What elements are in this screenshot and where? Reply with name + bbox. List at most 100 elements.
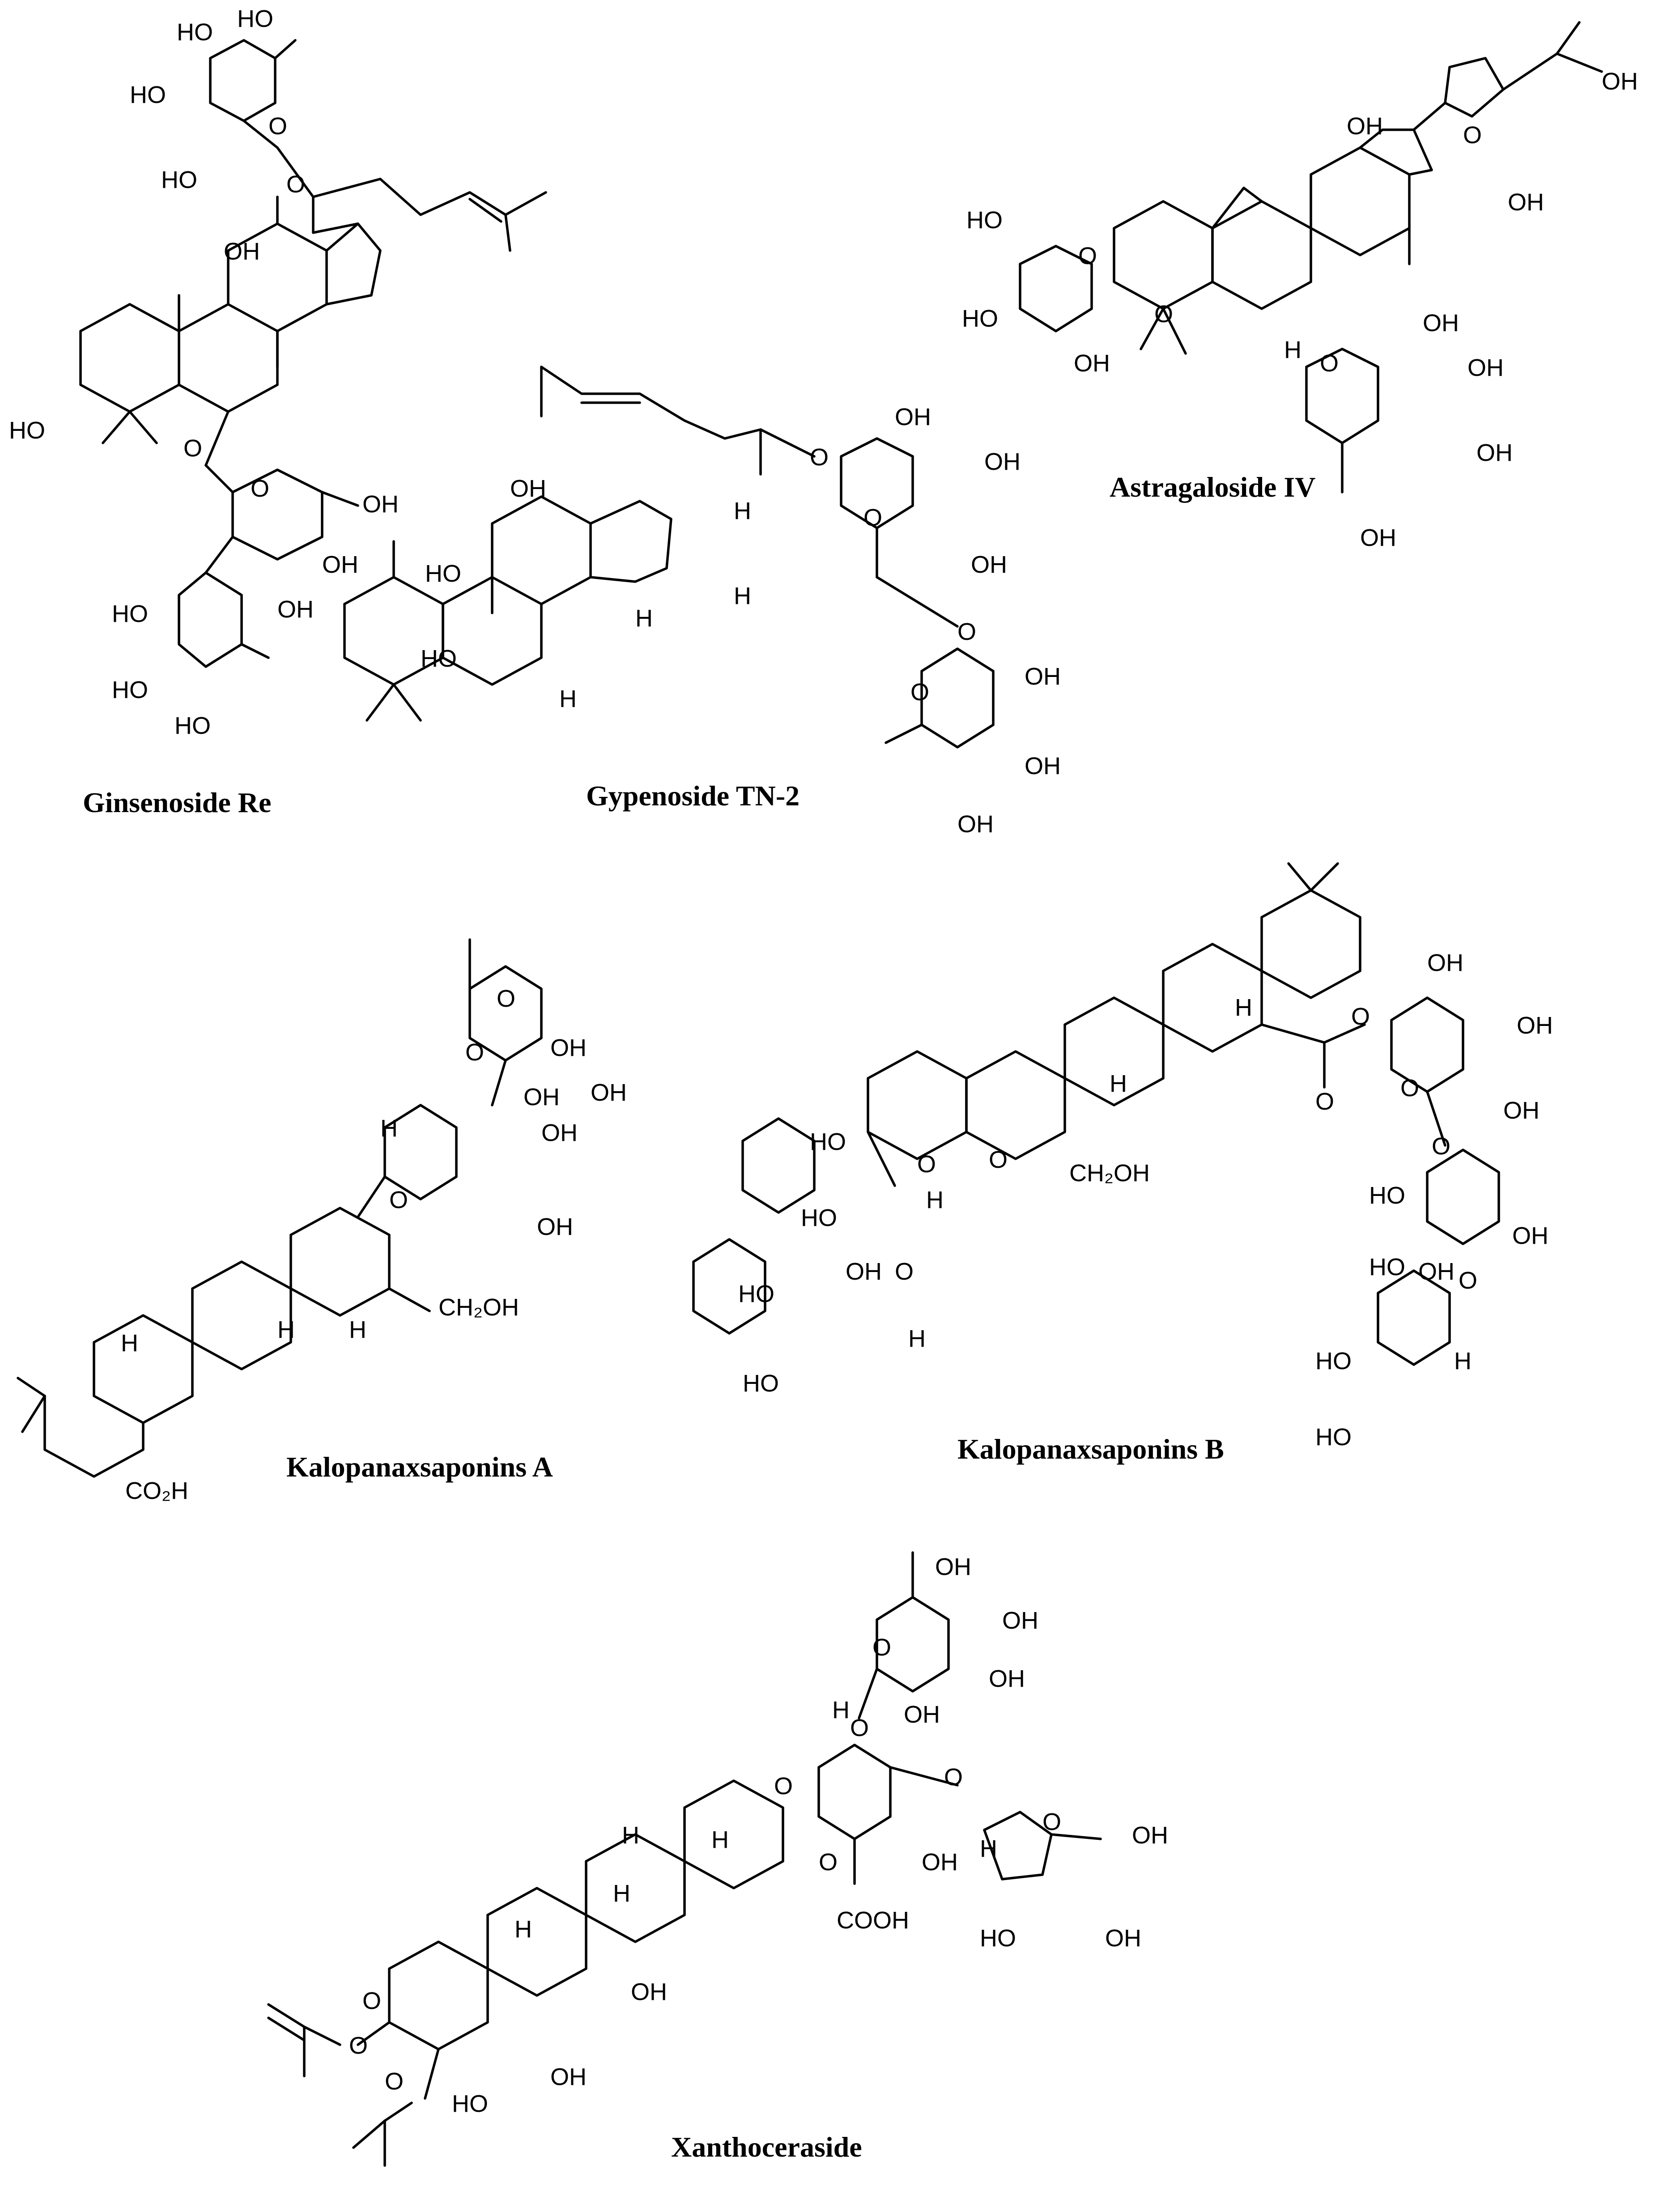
atom-label: OH — [1467, 354, 1504, 381]
atom-label: OH — [537, 1213, 573, 1240]
atom-label: HO — [1369, 1182, 1405, 1209]
caption-astragaloside-iv: Astragaloside IV — [1110, 471, 1315, 503]
atom-label: HO — [177, 19, 213, 46]
atom-label: O — [385, 2068, 404, 2095]
atom-label: OH — [550, 2064, 587, 2090]
atom-label: OH — [1602, 68, 1638, 95]
atom-label: O — [1154, 301, 1173, 328]
atom-label: HO — [130, 81, 166, 108]
caption-kalopanaxsaponins-b: Kalopanaxsaponins B — [957, 1433, 1224, 1465]
atom-label: O — [774, 1773, 793, 1800]
atom-label: H — [622, 1822, 639, 1849]
atom-label: O — [810, 444, 829, 471]
atom-label: H — [926, 1187, 944, 1213]
atom-label: CH₂OH — [438, 1294, 519, 1321]
atom-label: OH — [1508, 189, 1544, 216]
atom-label: OH — [989, 1665, 1025, 1692]
atom-label: HO — [810, 1128, 846, 1155]
atom-label: OH — [1418, 1258, 1455, 1285]
atom-label: O — [850, 1715, 869, 1741]
atom-label: HO — [1369, 1254, 1405, 1281]
atom-label: H — [980, 1835, 997, 1862]
atom-label: OH — [1423, 310, 1459, 336]
atom-label: OH — [541, 1119, 578, 1146]
atom-label: O — [895, 1258, 914, 1285]
atom-label: OH — [922, 1849, 958, 1876]
atom-label: HO — [174, 712, 211, 739]
atom-label: H — [349, 1316, 366, 1343]
atom-label: HO — [9, 417, 45, 444]
atom-label: HO — [112, 677, 148, 703]
atom-label: O — [251, 475, 269, 502]
atom-label: O — [957, 618, 976, 645]
atom-label: O — [872, 1634, 891, 1661]
atom-label: O — [1315, 1088, 1334, 1115]
gypenoside-tn2-structure: OH H H H H HO HO O OH OH OH O O OH OH OH… — [343, 366, 1061, 838]
atom-label: O — [268, 113, 287, 140]
atom-label: OH — [322, 551, 358, 578]
astragaloside-iv-structure: OH O OH OH HO O HO OH O H O OH OH OH OH — [962, 21, 1638, 551]
atom-label: OH — [1002, 1607, 1038, 1634]
atom-label: OH — [1503, 1097, 1540, 1124]
atom-label: O — [1432, 1133, 1450, 1160]
atom-label: H — [277, 1316, 295, 1343]
atom-label: OH — [224, 238, 260, 265]
atom-label: H — [734, 583, 751, 609]
atom-label: HO — [1315, 1348, 1352, 1374]
atom-label: O — [910, 679, 929, 706]
atom-label: OH — [957, 811, 994, 838]
atom-label: H — [515, 1916, 532, 1943]
atom-label: O — [1320, 350, 1339, 377]
atom-label: O — [917, 1151, 936, 1178]
atom-label: OH — [1512, 1222, 1548, 1249]
atom-label: OH — [846, 1258, 882, 1285]
atom-label: H — [635, 605, 653, 632]
atom-label: O — [1351, 1003, 1370, 1030]
atom-label: HO — [743, 1370, 779, 1397]
atom-label: HO — [237, 5, 273, 32]
caption-kalopanaxsaponins-a: Kalopanaxsaponins A — [286, 1451, 553, 1483]
atom-label: OH — [1517, 1012, 1553, 1039]
atom-label: O — [1459, 1267, 1477, 1294]
atom-label: HO — [112, 600, 148, 627]
atom-label: OH — [1105, 1925, 1141, 1952]
atom-label: HO — [452, 2090, 488, 2117]
atom-label: COOH — [837, 1907, 909, 1934]
xanthoceraside-structure: OH OH OH OH O H O O O O OH H HO OH OH O … — [267, 1551, 1168, 2167]
atom-label: OH — [1476, 439, 1513, 466]
atom-label: O — [989, 1146, 1008, 1173]
atom-label: OH — [984, 448, 1021, 475]
atom-label: O — [183, 435, 202, 462]
atom-label: HO — [966, 207, 1003, 234]
atom-label: CH₂OH — [1069, 1160, 1150, 1187]
atom-label: H — [1235, 994, 1252, 1021]
atom-label: OH — [1025, 663, 1061, 690]
atom-label: HO — [1315, 1424, 1352, 1451]
atom-label: HO — [801, 1204, 837, 1231]
atom-label: HO — [161, 166, 197, 193]
atom-label: H — [734, 498, 751, 524]
ginsenoside-re-structure: HO HO HO HO O O OH HO OH OH OH HO HO HO … — [9, 5, 547, 739]
atom-label: OH — [362, 491, 399, 518]
kalopanaxsaponins-b-structure: O O OH OH OH O O HO OH HO O OH HO HO H C… — [692, 862, 1553, 1451]
atom-label: OH — [523, 1084, 560, 1111]
atom-label: HO — [738, 1281, 774, 1307]
atom-label: O — [349, 2032, 368, 2059]
atom-label: O — [286, 171, 305, 198]
atom-label: OH — [510, 475, 546, 502]
atom-label: O — [819, 1849, 838, 1876]
atom-label: H — [1110, 1070, 1127, 1097]
atom-label: O — [497, 985, 515, 1012]
atom-label: OH — [904, 1701, 940, 1728]
atom-label: HO — [980, 1925, 1016, 1952]
atom-label: H — [908, 1325, 926, 1352]
caption-xanthoceraside: Xanthoceraside — [671, 2131, 862, 2163]
atom-label: CO₂H — [125, 1477, 188, 1504]
atom-label: H — [559, 685, 577, 712]
atom-label: O — [863, 504, 882, 531]
atom-label: OH — [1360, 524, 1396, 551]
atom-label: O — [1042, 1808, 1061, 1835]
atom-label: HO — [421, 645, 457, 672]
atom-label: H — [711, 1826, 729, 1853]
